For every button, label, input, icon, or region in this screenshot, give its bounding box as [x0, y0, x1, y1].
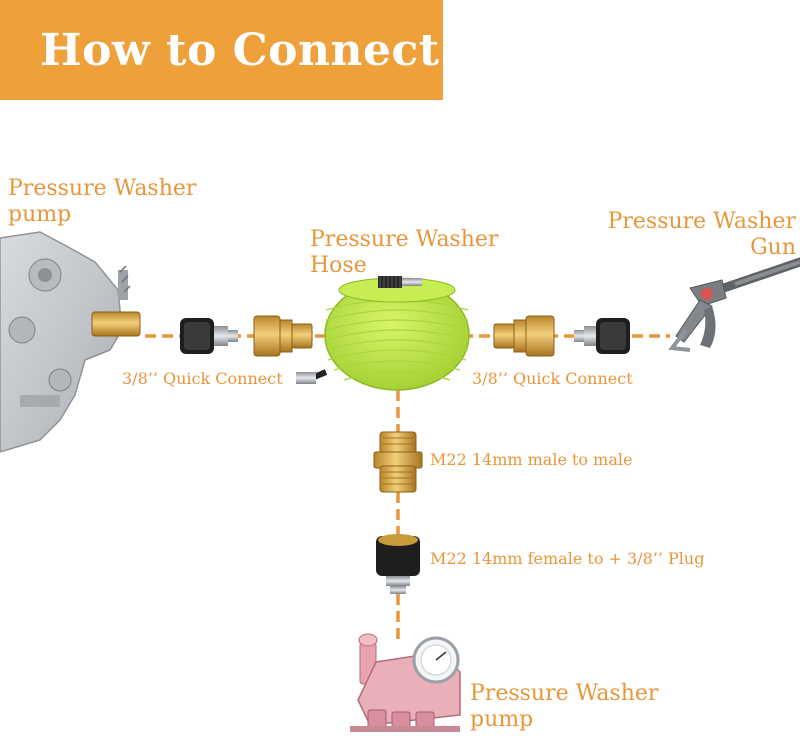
hose-image [296, 276, 470, 391]
pump-bottom-image [350, 633, 461, 732]
hose-label-line1: Pressure Washer [310, 227, 499, 252]
quick-connect-right [493, 315, 630, 357]
pump-left-label-line2: pump [8, 202, 72, 227]
gun-label: Pressure Washer Gun [608, 209, 796, 261]
pump-left-image [0, 231, 141, 453]
pump-left-label: Pressure Washer pump [8, 176, 196, 228]
quick-connect-left [180, 315, 313, 357]
pump-bottom-label-line2: pump [470, 707, 534, 732]
gun-label-line1: Pressure Washer [607, 209, 796, 234]
m22-male-label: M22 14mm male to male [430, 450, 633, 469]
pump-bottom-label: Pressure Washer pump [470, 681, 658, 733]
m22-male-fitting [373, 431, 423, 493]
quick-connect-right-label: 3/8’’ Quick Connect [472, 369, 633, 388]
pump-bottom-label-line1: Pressure Washer [470, 681, 659, 706]
gun-label-line2: Gun [750, 235, 796, 260]
pump-left-label-line1: Pressure Washer [8, 176, 197, 201]
page-title: How to Connect [40, 24, 440, 76]
header-banner: How to Connect [0, 0, 443, 100]
gun-image [668, 257, 800, 352]
m22-female-fitting [376, 534, 420, 594]
hose-label: Pressure Washer Hose [310, 227, 498, 279]
quick-connect-left-label: 3/8’’ Quick Connect [122, 369, 283, 388]
m22-female-label: M22 14mm female to + 3/8’’ Plug [430, 549, 705, 568]
hose-label-line2: Hose [310, 253, 367, 278]
